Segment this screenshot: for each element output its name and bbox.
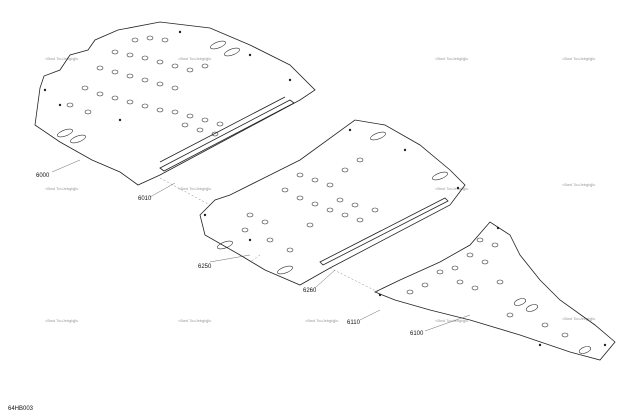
slot [432, 171, 448, 181]
watermark: <Bwd TooJebgbjjlu [45, 186, 78, 191]
plate-6100 [374, 221, 616, 361]
leader-6250 [209, 254, 251, 263]
watermark: <Bwd TooJebgbjjlu [305, 318, 338, 323]
watermark: <Bwd TooJebgbjjlu [435, 318, 468, 323]
slot [217, 240, 233, 250]
plate-outline [34, 21, 316, 186]
leader-6260 [314, 269, 336, 289]
watermark: <Bwd TooJebgbjjlu [178, 318, 211, 323]
slot [578, 346, 592, 354]
part-label-6010: 6010 [138, 196, 152, 202]
bolt-points [378, 226, 607, 347]
plate-outline [374, 221, 616, 361]
part-labels: 6000 6010 6250 6260 6110 6100 [36, 173, 424, 337]
slot [370, 131, 386, 141]
watermark: <Bwd TooJebgbjjlu [562, 56, 595, 61]
leader-lines [51, 159, 471, 332]
slot [210, 40, 226, 50]
part-label-6110: 6110 [347, 320, 361, 326]
rail [319, 197, 449, 266]
plate-6000 [34, 21, 316, 186]
rail [159, 99, 295, 172]
part-label-6100: 6100 [410, 331, 424, 337]
bolt-points [43, 30, 292, 122]
watermark: <Bwd TooJebgbjjlu [45, 318, 78, 323]
bolt-points [203, 128, 460, 242]
watermark: <Bwd TooJebgbjjlu [178, 186, 211, 191]
watermark: <Bwd TooJebgbjjlu [562, 316, 595, 321]
leader-6000 [51, 159, 81, 173]
watermark: <Bwd TooJebgbjjlu [435, 56, 468, 61]
part-label-6000: 6000 [36, 173, 50, 179]
hole-pattern [241, 157, 379, 253]
part-label-6250: 6250 [198, 264, 212, 270]
rail [159, 96, 286, 163]
diagram-reference-code: 64HB003 [8, 406, 34, 412]
watermark: <Bwd TooJebgbjjlu [435, 186, 468, 191]
slot [70, 134, 86, 144]
leader-6110 [359, 309, 381, 321]
watermark: <Bwd TooJebgbjjlu [45, 56, 78, 61]
watermark: <Bwd TooJebgbjjlu [562, 182, 595, 187]
slot [277, 265, 293, 275]
alignment-lines [159, 177, 379, 293]
hole-pattern [406, 237, 569, 338]
leader-6010 [149, 182, 176, 198]
watermark: <Bwd TooJebgbjjlu [178, 56, 211, 61]
slot [513, 298, 527, 306]
hole-pattern [66, 35, 224, 137]
slot [224, 47, 240, 57]
slot [525, 304, 539, 312]
leader-6100 [424, 314, 471, 332]
slot [57, 128, 73, 138]
plate-6250 [199, 119, 466, 286]
watermarks: <Bwd TooJebgbjjlu <Bwd TooJebgbjjlu <Bwd… [45, 56, 595, 323]
plate-outline [199, 119, 466, 286]
part-label-6260: 6260 [303, 288, 317, 294]
